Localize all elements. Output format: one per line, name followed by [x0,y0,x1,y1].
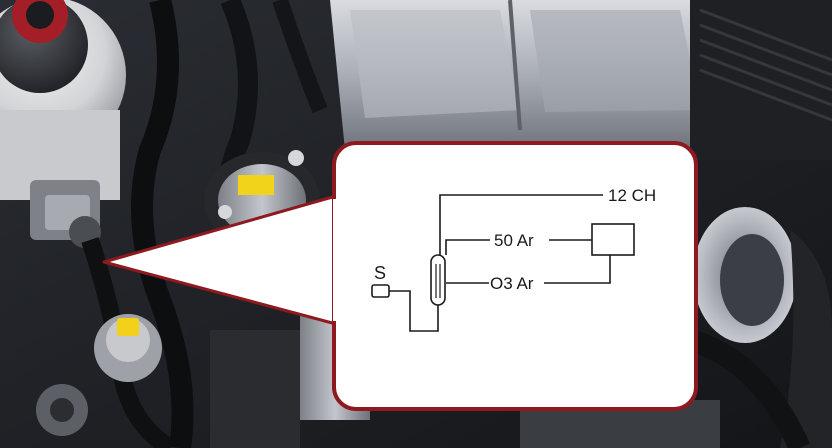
label-50-ar: 50 Ar [494,231,534,250]
control-module-box [591,223,635,256]
wire-sensor [388,290,439,332]
wire-12ch [439,194,603,270]
connector-pin [371,284,390,298]
sensor-symbol-label: S [374,263,386,283]
wire-o3ar-to-box [544,255,611,284]
sensor-element [430,254,446,306]
wire-50ar [445,239,490,255]
label-o3-ar: O3 Ar [490,274,534,293]
wiring-schematic [388,194,611,332]
callout-pointer [102,194,338,326]
label-12-ch: 12 CH [608,186,656,205]
